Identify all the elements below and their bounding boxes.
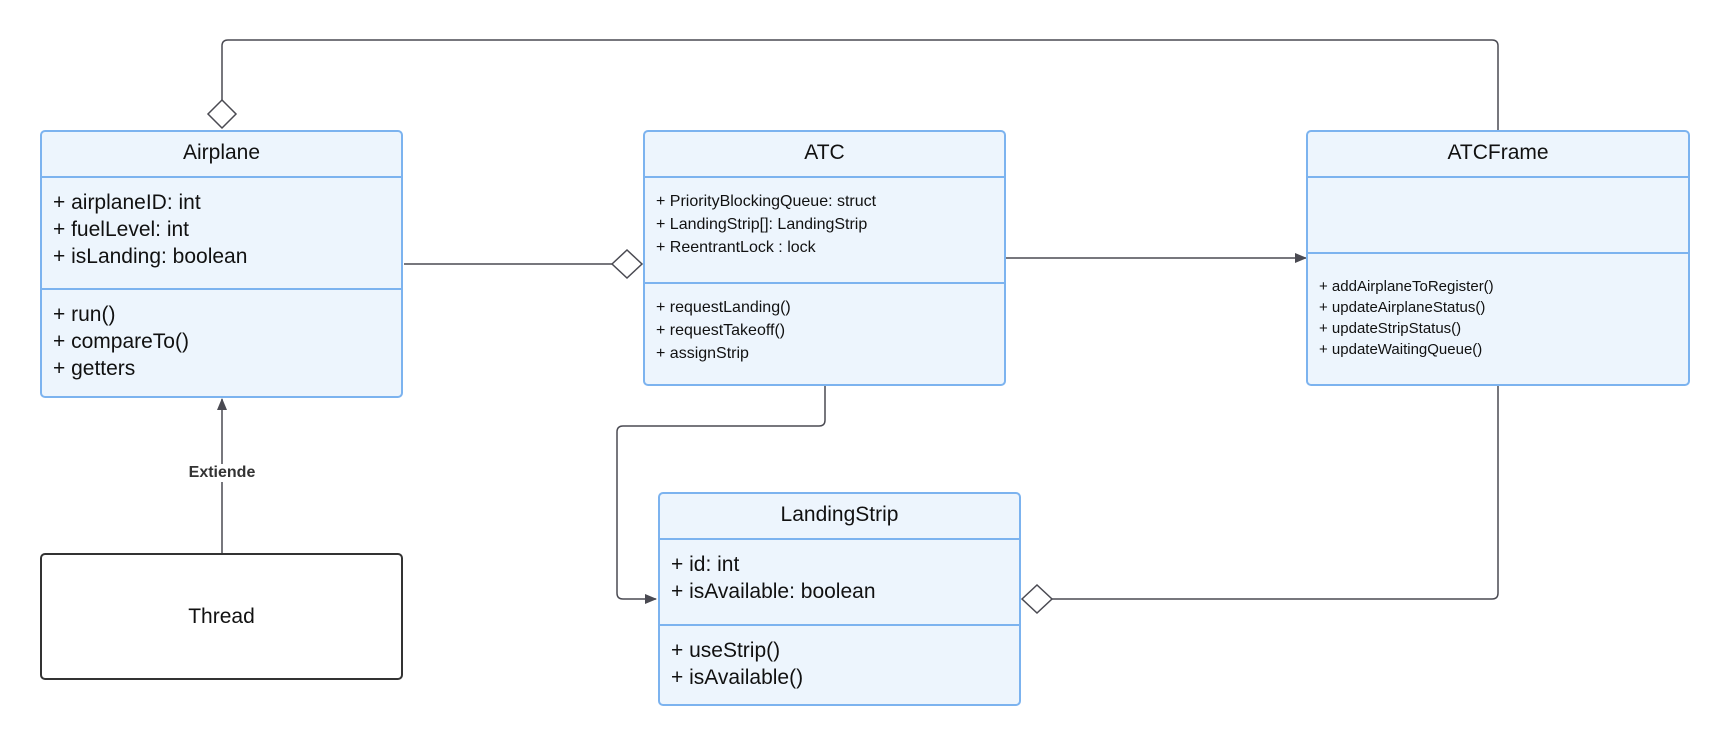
extends-label: Extiende <box>186 464 258 482</box>
class-landingstrip[interactable]: LandingStrip + id: int + isAvailable: bo… <box>658 492 1021 706</box>
method: + updateWaitingQueue() <box>1319 341 1483 358</box>
class-atc[interactable]: ATC + PriorityBlockingQueue: struct + La… <box>643 130 1006 386</box>
connector-atcframe-landingstrip <box>1052 386 1499 600</box>
class-thread-title: Thread <box>188 604 255 628</box>
aggregation-diamond-airplane-top <box>206 98 238 130</box>
class-airplane[interactable]: Airplane + airplaneID: int + fuelLevel: … <box>40 130 403 398</box>
method: + addAirplaneToRegister() <box>1319 278 1494 295</box>
class-atcframe[interactable]: ATCFrame + addAirplaneToRegister() + upd… <box>1306 130 1690 386</box>
method: + updateAirplaneStatus() <box>1319 299 1486 316</box>
aggregation-diamond-landingstrip-right <box>1020 583 1054 615</box>
class-atc-methods: + requestLanding() + requestTakeoff() + … <box>645 282 1004 384</box>
class-airplane-methods: + run() + compareTo() + getters <box>42 288 401 396</box>
class-landingstrip-methods: + useStrip() + isAvailable() <box>660 624 1019 704</box>
class-airplane-title: Airplane <box>182 141 261 164</box>
method: + requestTakeoff() <box>656 322 786 339</box>
method: + isAvailable() <box>671 666 804 689</box>
attribute: + id: int <box>671 553 740 576</box>
attribute: + LandingStrip[]: LandingStrip <box>656 216 868 233</box>
attribute: + ReentrantLock : lock <box>656 239 816 256</box>
method: + requestLanding() <box>656 299 791 316</box>
attribute: + isLanding: boolean <box>53 245 248 268</box>
method: + compareTo() <box>53 330 189 353</box>
class-landingstrip-attributes: + id: int + isAvailable: boolean <box>660 538 1019 624</box>
attribute: + PriorityBlockingQueue: struct <box>656 193 877 210</box>
method: + run() <box>53 303 116 326</box>
class-landingstrip-title: LandingStrip <box>780 503 899 526</box>
class-atcframe-title: ATCFrame <box>1447 141 1549 164</box>
method: + updateStripStatus() <box>1319 320 1462 337</box>
attribute: + isAvailable: boolean <box>671 580 876 603</box>
method: + assignStrip <box>656 345 749 362</box>
class-atc-attributes: + PriorityBlockingQueue: struct + Landin… <box>645 176 1004 282</box>
class-atc-title: ATC <box>804 141 845 164</box>
method: + getters <box>53 357 136 380</box>
attribute: + fuelLevel: int <box>53 218 190 241</box>
class-atcframe-methods: + addAirplaneToRegister() + updateAirpla… <box>1308 252 1688 384</box>
connector-atc-landingstrip <box>616 386 826 604</box>
attribute: + airplaneID: int <box>53 191 201 214</box>
class-airplane-attributes: + airplaneID: int + fuelLevel: int + isL… <box>42 176 401 288</box>
connector-atcframe-airplane <box>221 39 1499 131</box>
aggregation-diamond-atc-left <box>610 248 644 280</box>
class-atcframe-attributes <box>1308 176 1688 252</box>
method: + useStrip() <box>671 639 781 662</box>
class-thread[interactable]: Thread <box>40 553 403 680</box>
